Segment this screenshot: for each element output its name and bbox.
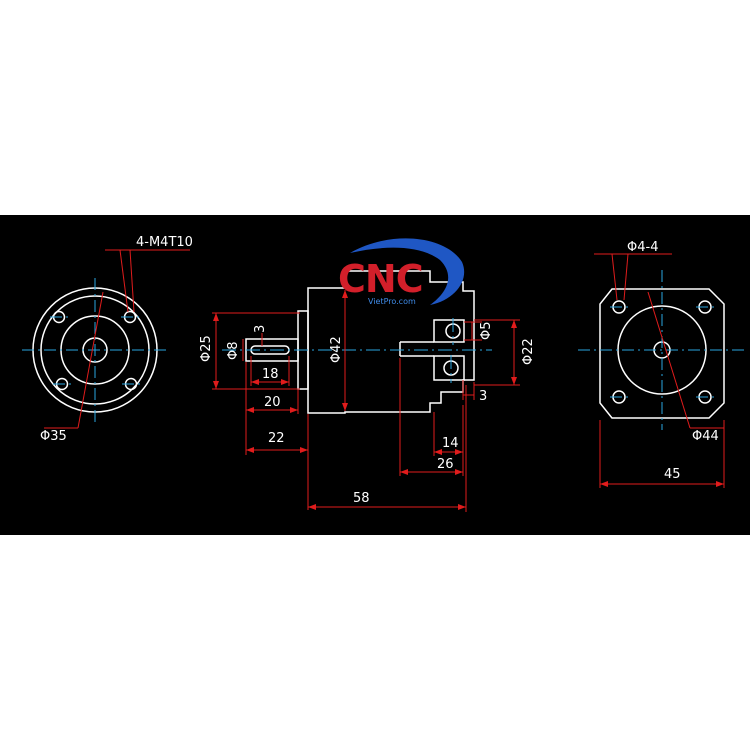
label-phi42: Φ42	[329, 336, 344, 363]
right-holes-label: Φ4-4	[627, 240, 658, 255]
label-phi8: Φ8	[226, 341, 241, 360]
left-diameter-label: Φ35	[40, 429, 67, 444]
side-view-dimensions	[212, 290, 520, 512]
logo-subtext: VietPro.com	[368, 297, 416, 306]
left-centerlines	[22, 278, 168, 422]
side-view-arrowheads	[213, 290, 517, 510]
label-phi5: Φ5	[479, 321, 494, 340]
side-view-labels: Φ25 Φ8 3 18 20 22 Φ42 Φ5 Φ22 3 14 26 58	[199, 321, 536, 506]
right-pcd-label: Φ44	[692, 429, 719, 444]
label-key-3: 3	[253, 325, 268, 333]
right-dimensions	[594, 253, 725, 488]
logo-text: CNC	[338, 257, 423, 301]
logo-swoosh-icon	[350, 238, 465, 305]
cnc-logo: CNC VietPro.com	[338, 238, 465, 306]
label-20: 20	[264, 395, 281, 410]
left-dimensions	[44, 249, 190, 429]
label-14: 14	[442, 436, 459, 451]
label-phi25: Φ25	[199, 335, 214, 362]
left-thread-label: 4-M4T10	[136, 235, 193, 250]
side-view-centerline	[222, 318, 492, 383]
label-58: 58	[353, 491, 370, 506]
label-18: 18	[262, 367, 279, 382]
label-22: 22	[268, 431, 285, 446]
label-flange-3: 3	[479, 389, 487, 404]
label-phi22: Φ22	[521, 338, 536, 365]
right-centerlines	[578, 270, 745, 430]
right-arrowheads	[600, 481, 724, 487]
label-26: 26	[437, 457, 454, 472]
right-square-label: 45	[664, 467, 681, 482]
